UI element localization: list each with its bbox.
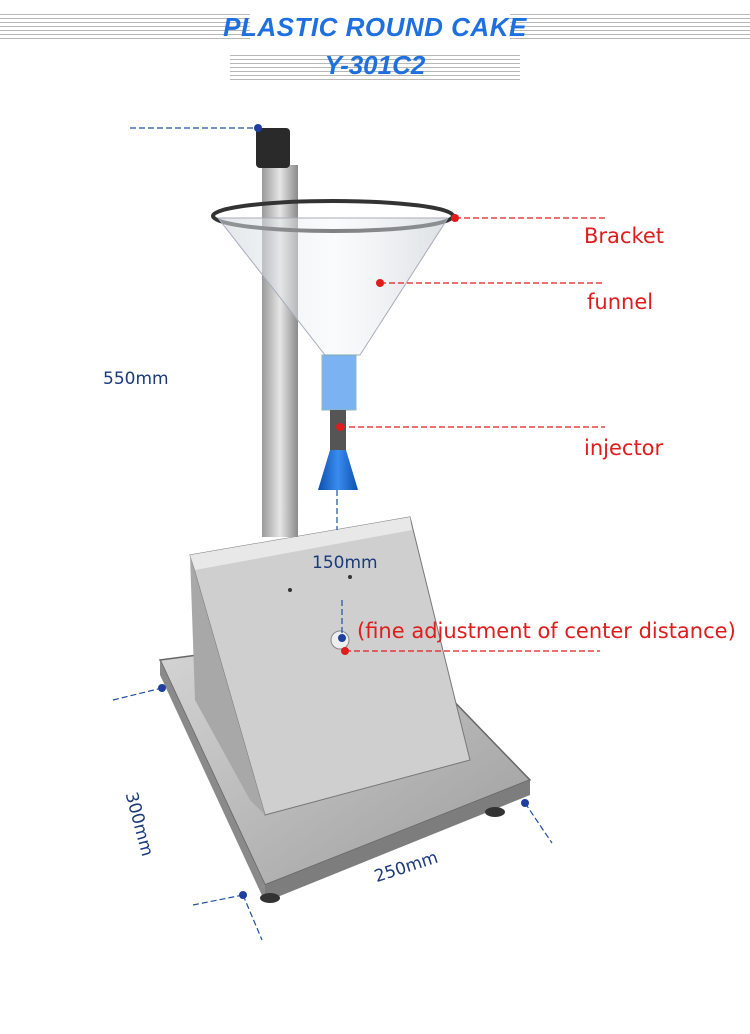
hole	[348, 575, 352, 579]
funnel-neck	[321, 354, 357, 411]
depth-dim-line	[112, 687, 163, 701]
title-stripes-bottom	[230, 55, 520, 83]
hole	[288, 588, 292, 592]
title-banner: PLASTIC ROUND CAKE Y-301C2	[0, 0, 750, 95]
title-stripes-left	[0, 14, 250, 42]
model-number: Y-301C2	[324, 50, 426, 80]
width-dim-line-left	[192, 894, 244, 906]
foot	[485, 807, 505, 817]
housing-side	[190, 555, 265, 815]
bracket-label: Bracket	[584, 224, 665, 248]
adjustment-label: (fine adjustment of center distance)	[357, 619, 736, 643]
height-dimension: 550mm	[103, 369, 169, 389]
product-title: PLASTIC ROUND CAKE	[223, 12, 527, 42]
width-dim-line-right	[524, 802, 553, 844]
column-cap	[256, 128, 290, 168]
funnel-label: funnel	[587, 290, 654, 314]
foot	[260, 893, 280, 903]
funnel-cone	[216, 217, 449, 356]
center-dimension: 150mm	[312, 553, 378, 573]
base-plate-edge	[265, 780, 530, 902]
title-stripes-right	[510, 14, 750, 42]
injector-nozzle	[318, 450, 358, 490]
base-plate-side	[160, 660, 265, 902]
width-dim-line-down	[242, 894, 263, 941]
injector-label: injector	[584, 436, 664, 460]
housing-top	[190, 517, 412, 570]
